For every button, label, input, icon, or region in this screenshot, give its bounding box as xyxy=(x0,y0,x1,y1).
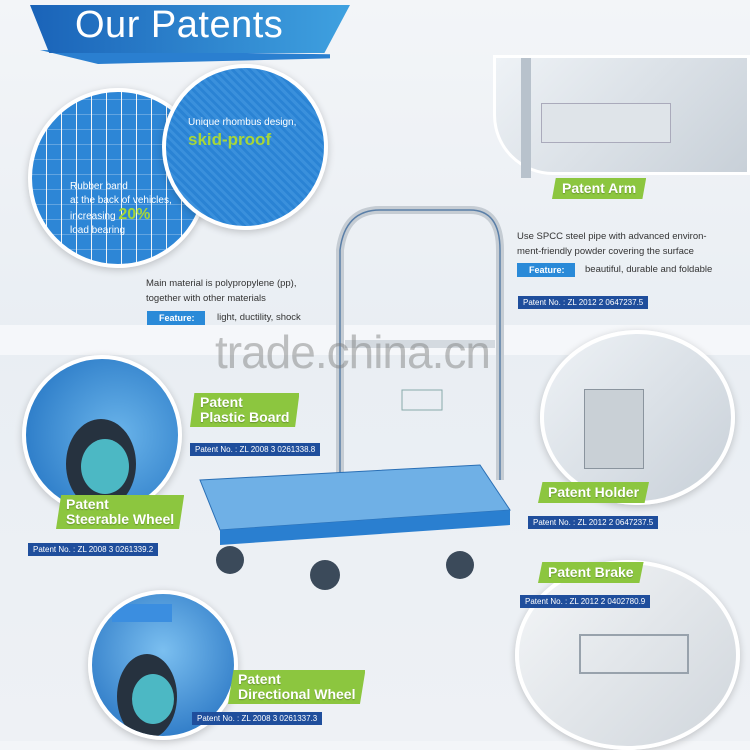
patent-steerable-wheel-label: Patent Steerable Wheel xyxy=(56,495,185,529)
arm-pipe xyxy=(521,58,531,178)
arm-patent-no: Patent No. : ZL 2012 2 0647237.5 xyxy=(518,296,649,309)
label-line: Patent xyxy=(238,671,281,687)
desc-line: ment-friendly powder covering the surfac… xyxy=(517,246,694,257)
rubber-text-3: increasing xyxy=(70,211,116,222)
label-line: Plastic Board xyxy=(200,409,290,425)
holder-patent-no: Patent No. : ZL 2012 2 0647237.5 xyxy=(528,516,659,529)
rubber-highlight: 20% xyxy=(118,206,151,223)
wheel xyxy=(216,546,244,574)
steerable-wheel-patent-no: Patent No. : ZL 2008 3 0261339.2 xyxy=(28,543,159,556)
arm-bracket xyxy=(541,103,671,143)
arm-photo xyxy=(493,55,750,178)
brake-patent-no: Patent No. : ZL 2012 2 0402780.9 xyxy=(520,595,651,608)
holder-circle xyxy=(540,330,735,505)
label-line: Directional Wheel xyxy=(238,686,356,702)
arm-description: Use SPCC steel pipe with advanced enviro… xyxy=(517,229,707,259)
label-line: Patent xyxy=(200,394,243,410)
patent-brake-label: Patent Brake xyxy=(538,562,644,583)
label-line: Steerable Wheel xyxy=(66,511,175,527)
desc-line: Use SPCC steel pipe with advanced enviro… xyxy=(517,231,707,242)
steerable-wheel-circle xyxy=(22,355,182,515)
brake-mechanism xyxy=(579,634,689,674)
wheel-hub xyxy=(132,674,174,724)
rubber-text-4: load bearing xyxy=(70,225,126,236)
wheel-plate xyxy=(112,604,172,622)
patent-arm-label: Patent Arm xyxy=(552,178,647,199)
plastic-board-patent-no: Patent No. : ZL 2008 3 0261338.8 xyxy=(190,443,321,456)
patent-directional-wheel-label: Patent Directional Wheel xyxy=(228,670,366,704)
arm-feature-text: beautiful, durable and foldable xyxy=(585,264,713,275)
patent-holder-label: Patent Holder xyxy=(538,482,650,503)
handle-crossbar xyxy=(345,340,495,348)
holder-bracket xyxy=(584,389,644,469)
plastic-description: Main material is polypropylene (pp), tog… xyxy=(146,276,296,306)
rhombus-text: Unique rhombus design, xyxy=(188,117,297,128)
desc-line: Main material is polypropylene (pp), xyxy=(146,278,297,289)
title-banner xyxy=(30,5,350,53)
brake-circle xyxy=(515,560,740,750)
trolley-handle-outline xyxy=(339,209,501,495)
wheel xyxy=(446,551,474,579)
wheel-hub xyxy=(81,439,129,494)
rhombus-circle: Unique rhombus design, skid-proof xyxy=(162,64,328,230)
deck-edge xyxy=(220,510,510,545)
handle-grip xyxy=(401,389,443,411)
page-title: Our Patents xyxy=(75,4,284,46)
arm-feature-badge: Feature: xyxy=(517,263,575,277)
desc-line: together with other materials xyxy=(146,293,266,304)
rubber-text-1: Rubber band xyxy=(70,181,128,192)
patent-plastic-board-label: Patent Plastic Board xyxy=(190,393,300,427)
label-line: Patent xyxy=(66,496,109,512)
watermark: trade.china.cn xyxy=(215,326,491,378)
rubber-text-2: at the back of vehicles, xyxy=(70,195,172,206)
wheel xyxy=(310,560,340,590)
trolley-illustration xyxy=(199,206,511,590)
rhombus-highlight: skid-proof xyxy=(188,130,272,149)
plastic-feature-text: light, ductility, shock xyxy=(217,312,301,323)
plastic-feature-badge: Feature: xyxy=(147,311,205,325)
directional-wheel-patent-no: Patent No. : ZL 2008 3 0261337.3 xyxy=(192,712,323,725)
